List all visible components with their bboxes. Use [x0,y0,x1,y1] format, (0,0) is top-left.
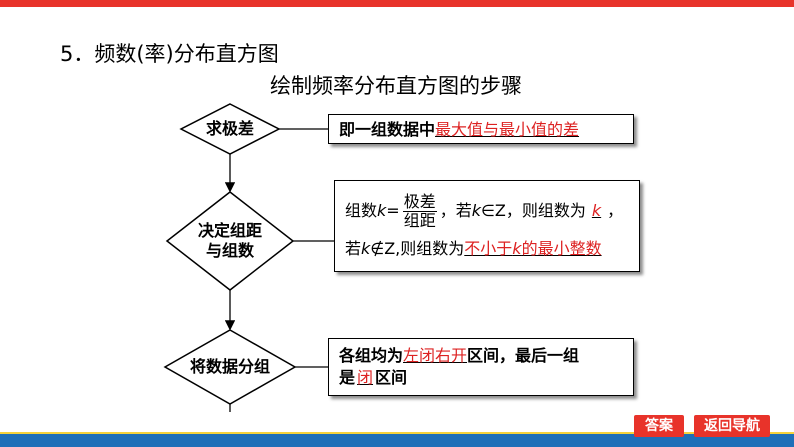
box3-line2: 是闭区间 [339,367,623,389]
box2-blank-1: k [591,201,602,220]
box3-text-b: 区间，最后一组 [467,346,580,365]
equals-sign: = [386,201,400,220]
box2-blank-2a: 不小于 [464,239,513,258]
step-2-label: 决定组距 与组数 [167,221,293,261]
box2-text-b: ，若 [439,201,472,220]
box3-blank-1: 左闭右开 [403,346,468,365]
var-k-3: k [361,239,371,258]
box2-text-c: ∈Z，则组数为 [480,201,586,220]
step-2-label-line2: 与组数 [205,241,254,260]
bottom-bar [0,432,794,447]
answer-button[interactable]: 答案 [634,415,684,437]
var-k-2: k [471,201,481,220]
box3-text-a: 各组均为 [339,346,404,365]
box1-text: 即一组数据中 [339,120,436,139]
box2-line2: 若k∉Z,则组数为不小于k的最小整数 [345,237,629,261]
fraction-denominator: 组距 [403,210,436,230]
box2-text-a: 组数 [345,201,378,220]
step-1-label: 求极差 [205,119,254,138]
box2-blank-2: 不小于k的最小整数 [464,239,601,258]
box2-text-end: ， [607,201,624,220]
section-title: 5．频数(率)分布直方图 [60,42,279,66]
var-k-4: k [512,239,522,258]
fraction: 极差 组距 [402,191,437,230]
back-to-nav-button[interactable]: 返回导航 [694,415,770,437]
box3-text-d: 区间 [375,368,408,387]
box2-text-e: ∉Z,则组数为 [370,239,465,258]
box1-blank: 最大值与最小值的差 [435,120,580,139]
diagram-title: 绘制频率分布直方图的步骤 [270,74,522,98]
box2-blank-2b: 的最小整数 [521,239,602,258]
box3-text-c: 是 [339,368,356,387]
box3-line1: 各组均为左闭右开区间，最后一组 [339,345,623,367]
var-k: k [377,201,387,220]
range-definition-box: 即一组数据中最大值与最小值的差 [328,114,634,144]
box2-text-d: 若 [345,239,362,258]
step-2-label-line1: 决定组距 [197,221,262,240]
step-3-label: 将数据分组 [189,357,270,376]
box3-blank-2: 闭 [357,368,374,387]
grouping-box: 各组均为左闭右开区间，最后一组 是闭区间 [328,338,634,396]
fraction-numerator: 极差 [402,191,437,212]
top-accent-bar [0,0,794,7]
